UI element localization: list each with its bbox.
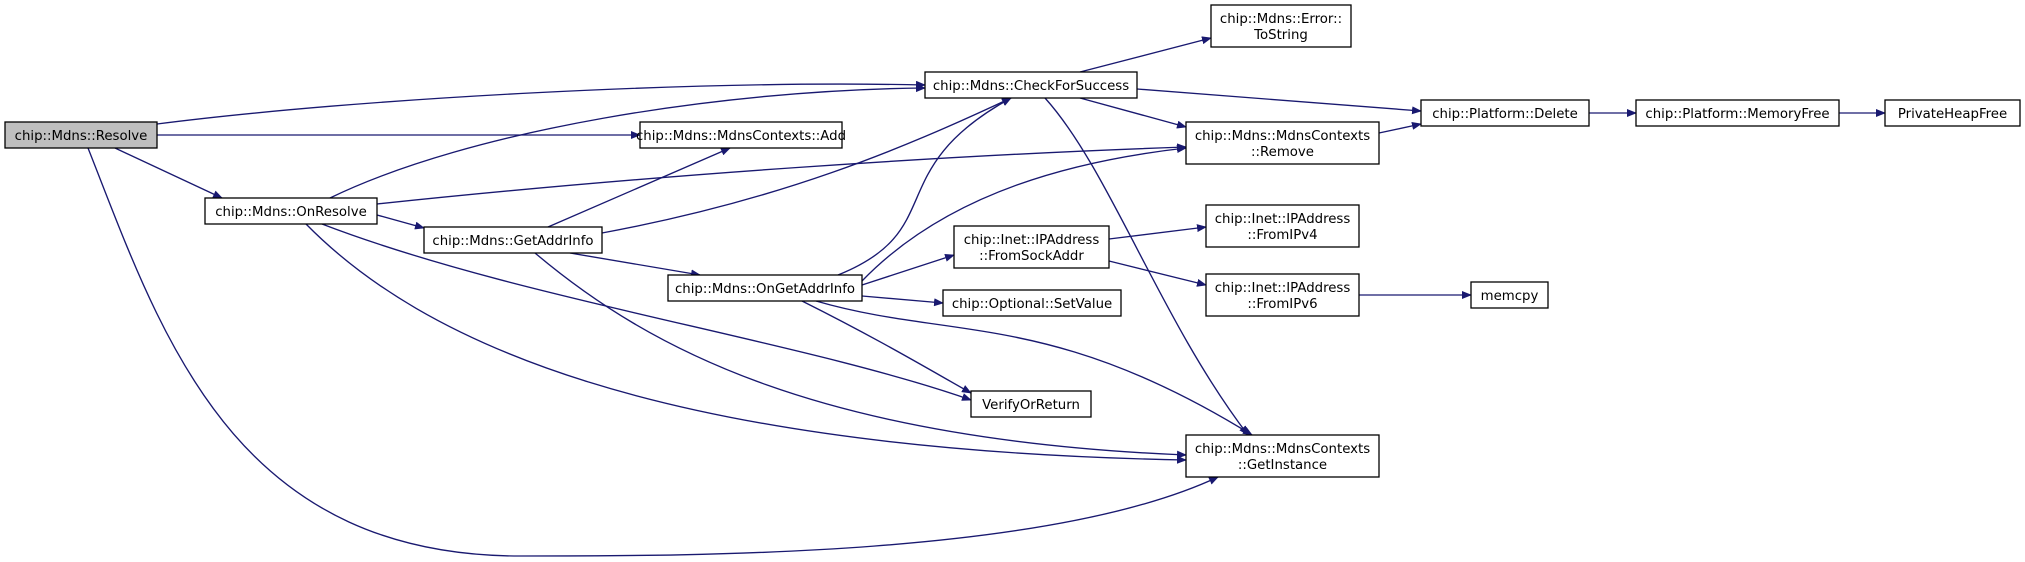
edge-getaddrinfo-to-ongetaddrinfo (569, 252, 701, 278)
edge-remove-to-platformdelete (1378, 121, 1422, 134)
node-label-getinstance-line2: ::GetInstance (1238, 458, 1327, 473)
node-fromsockaddr[interactable]: chip::Inet::IPAddress::FromSockAddr (953, 225, 1110, 269)
node-box-errortostring (1210, 4, 1352, 48)
node-getaddrinfo[interactable]: chip::Mdns::GetAddrInfo (423, 226, 603, 254)
node-getinstance[interactable]: chip::Mdns::MdnsContexts::GetInstance (1185, 434, 1380, 478)
edge-fromsockaddr-to-fromipv4 (1108, 224, 1207, 240)
edge-onresolve-to-getinstance (305, 223, 1187, 464)
node-label-platformdelete: chip::Platform::Delete (1432, 107, 1578, 122)
edge-ongetaddrinfo-to-fromsockaddr (861, 253, 955, 286)
node-verifyorreturn[interactable]: VerifyOrReturn (970, 390, 1092, 418)
node-box-fromipv6 (1205, 273, 1360, 317)
node-label-privateheapfree: PrivateHeapFree (1898, 107, 2007, 122)
edge-getaddrinfo-to-add (547, 147, 731, 228)
edge-checkforsuccess-to-getinstance (1044, 97, 1249, 436)
node-fromipv6[interactable]: chip::Inet::IPAddress::FromIPv6 (1205, 273, 1360, 317)
edge-fromsockaddr-to-fromipv6 (1108, 260, 1207, 287)
node-box-ongetaddrinfo (667, 274, 863, 302)
node-label-fromipv6-line2: ::FromIPv6 (1247, 297, 1317, 312)
node-box-memoryfree (1635, 99, 1840, 127)
node-label-memcpy: memcpy (1481, 289, 1539, 304)
node-label-errortostring-line1: chip::Mdns::Error:: (1220, 12, 1342, 27)
node-label-remove-line2: ::Remove (1251, 145, 1314, 160)
edge-onresolve-to-getaddrinfo (376, 214, 425, 230)
node-add[interactable]: chip::Mdns::MdnsContexts::Add (636, 121, 846, 149)
node-box-onresolve (204, 197, 378, 225)
node-label-memoryfree: chip::Platform::MemoryFree (1645, 107, 1829, 122)
node-box-platformdelete (1420, 99, 1590, 127)
node-box-getinstance (1185, 434, 1380, 478)
node-label-fromsockaddr-line2: ::FromSockAddr (979, 249, 1084, 264)
node-fromipv4[interactable]: chip::Inet::IPAddress::FromIPv4 (1205, 204, 1360, 248)
edge-getaddrinfo-to-getinstance (534, 252, 1187, 459)
node-label-fromsockaddr-line1: chip::Inet::IPAddress (964, 233, 1100, 248)
node-privateheapfree[interactable]: PrivateHeapFree (1884, 99, 2021, 127)
edges-layer (87, 36, 1886, 557)
node-platformdelete[interactable]: chip::Platform::Delete (1420, 99, 1590, 127)
edge-resolve-to-checkforsuccess (156, 80, 926, 125)
edge-onresolve-to-checkforsuccess (329, 84, 926, 199)
node-label-verifyorreturn: VerifyOrReturn (982, 398, 1080, 413)
node-label-setvalue: chip::Optional::SetValue (952, 297, 1112, 312)
node-box-add (639, 121, 843, 149)
node-label-fromipv4-line1: chip::Inet::IPAddress (1215, 212, 1351, 227)
node-box-remove (1185, 121, 1380, 165)
edge-resolve-to-onresolve (114, 147, 223, 199)
node-box-privateheapfree (1884, 99, 2021, 127)
node-memoryfree[interactable]: chip::Platform::MemoryFree (1635, 99, 1840, 127)
node-box-setvalue (942, 289, 1122, 317)
node-box-fromsockaddr (953, 225, 1110, 269)
node-label-errortostring-line2: ToString (1253, 28, 1308, 43)
node-box-getaddrinfo (423, 226, 603, 254)
edge-onresolve-to-remove (376, 143, 1187, 205)
node-setvalue[interactable]: chip::Optional::SetValue (942, 289, 1122, 317)
edge-ongetaddrinfo-to-verifyorreturn (801, 300, 972, 394)
edge-checkforsuccess-to-errortostring (1079, 36, 1212, 73)
edge-ongetaddrinfo-to-setvalue (861, 295, 944, 307)
node-memcpy[interactable]: memcpy (1470, 281, 1549, 309)
edge-onresolve-to-verifyorreturn (321, 223, 972, 401)
node-label-getaddrinfo: chip::Mdns::GetAddrInfo (432, 234, 593, 249)
node-box-checkforsuccess (924, 71, 1138, 99)
node-label-resolve: chip::Mdns::Resolve (15, 129, 148, 144)
node-label-remove-line1: chip::Mdns::MdnsContexts (1195, 129, 1370, 144)
node-box-fromipv4 (1205, 204, 1360, 248)
edge-ongetaddrinfo-to-getinstance (815, 300, 1253, 436)
node-onresolve[interactable]: chip::Mdns::OnResolve (204, 197, 378, 225)
node-label-checkforsuccess: chip::Mdns::CheckForSuccess (933, 79, 1129, 94)
node-errortostring[interactable]: chip::Mdns::Error::ToString (1210, 4, 1352, 48)
edge-ongetaddrinfo-to-remove (861, 145, 1187, 282)
node-label-getinstance-line1: chip::Mdns::MdnsContexts (1195, 442, 1370, 457)
node-label-add: chip::Mdns::MdnsContexts::Add (636, 129, 846, 144)
node-label-fromipv6-line1: chip::Inet::IPAddress (1215, 281, 1351, 296)
edge-resolve-to-getinstance (87, 147, 1219, 557)
edge-checkforsuccess-to-platformdelete (1136, 88, 1422, 115)
node-checkforsuccess[interactable]: chip::Mdns::CheckForSuccess (924, 71, 1138, 99)
node-label-ongetaddrinfo: chip::Mdns::OnGetAddrInfo (675, 282, 855, 297)
node-ongetaddrinfo[interactable]: chip::Mdns::OnGetAddrInfo (667, 274, 863, 302)
node-label-fromipv4-line2: ::FromIPv4 (1247, 228, 1317, 243)
node-label-onresolve: chip::Mdns::OnResolve (215, 205, 367, 220)
node-resolve[interactable]: chip::Mdns::Resolve (4, 121, 158, 149)
node-box-memcpy (1470, 281, 1549, 309)
node-box-verifyorreturn (970, 390, 1092, 418)
edge-getaddrinfo-to-checkforsuccess (601, 97, 1012, 234)
node-box-resolve (4, 121, 158, 149)
node-remove[interactable]: chip::Mdns::MdnsContexts::Remove (1185, 121, 1380, 165)
edge-checkforsuccess-to-remove (1079, 97, 1187, 129)
nodes-layer: chip::Mdns::Resolvechip::Mdns::OnResolve… (4, 4, 2021, 478)
edge-ongetaddrinfo-to-checkforsuccess (837, 97, 1012, 276)
